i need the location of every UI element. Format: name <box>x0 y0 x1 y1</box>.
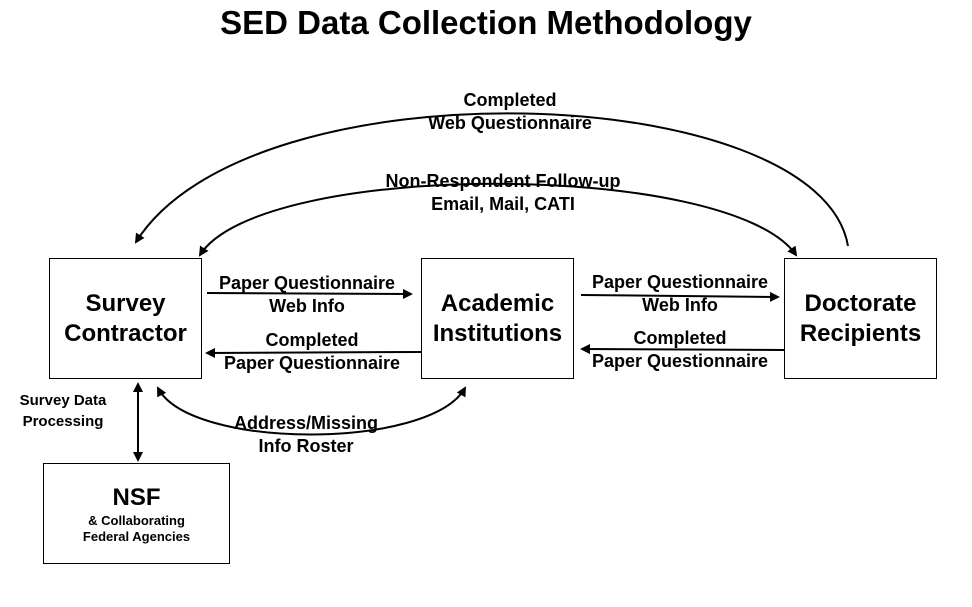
academic-institutions-node: Academic Institutions <box>421 258 574 379</box>
ai-to-sc-arrow <box>205 347 422 358</box>
node-label: Recipients <box>799 319 922 347</box>
diagram-title: SED Data Collection Methodology <box>220 4 752 41</box>
dr-to-ai-arrow <box>580 344 785 355</box>
node-label: Survey <box>85 289 166 317</box>
node-sublabel: & Collaborating <box>88 512 185 528</box>
node-label: NSF <box>112 483 161 511</box>
nsf-node: NSF & Collaborating Federal Agencies <box>43 463 230 564</box>
survey-contractor-node: Survey Contractor <box>49 258 202 379</box>
roster-arrow <box>157 386 466 436</box>
ai-to-dr-arrow <box>580 291 780 302</box>
web-questionnaire-arrow <box>134 112 849 247</box>
node-label: Contractor <box>64 319 187 347</box>
node-label: Academic <box>440 289 555 317</box>
non-respondent-arrow <box>198 182 798 257</box>
node-label: Doctorate <box>804 289 917 317</box>
sc-to-ai-arrow <box>206 288 413 299</box>
node-label: Institutions <box>432 319 563 347</box>
doctorate-recipients-node: Doctorate Recipients <box>784 258 937 379</box>
node-sublabel: Federal Agencies <box>82 528 191 544</box>
